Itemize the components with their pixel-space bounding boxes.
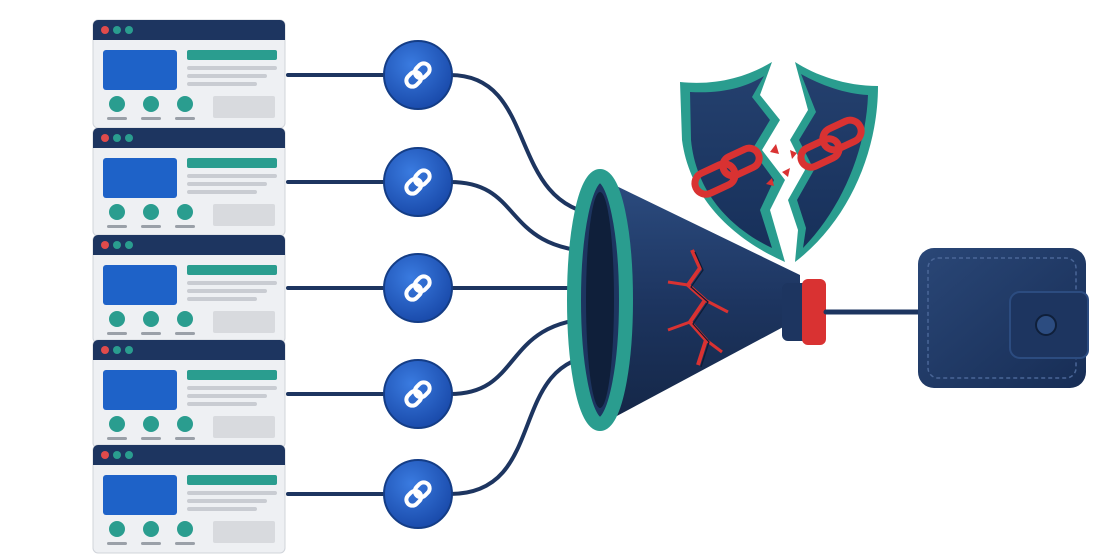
broken-shield <box>680 62 878 262</box>
browser-window-icon <box>92 19 286 129</box>
browser-window <box>92 127 286 237</box>
broken-shield-with-broken-chain-icon <box>680 62 878 262</box>
link-node <box>383 359 453 429</box>
link-node <box>383 459 453 529</box>
browser-window-icon <box>92 234 286 344</box>
wallet <box>918 248 1089 388</box>
link-node <box>383 40 453 110</box>
wallet-icon <box>918 248 1089 388</box>
browser-window-icon <box>92 339 286 449</box>
cracked-funnel-icon <box>567 169 826 431</box>
link-node <box>383 253 453 323</box>
browser-window <box>92 444 286 554</box>
cracked-funnel <box>567 169 826 431</box>
browser-window-icon <box>92 127 286 237</box>
browser-window-icon <box>92 444 286 554</box>
browser-window <box>92 339 286 449</box>
link-node <box>383 147 453 217</box>
browser-window <box>92 234 286 344</box>
connector-lines <box>286 73 387 496</box>
browser-window <box>92 19 286 129</box>
